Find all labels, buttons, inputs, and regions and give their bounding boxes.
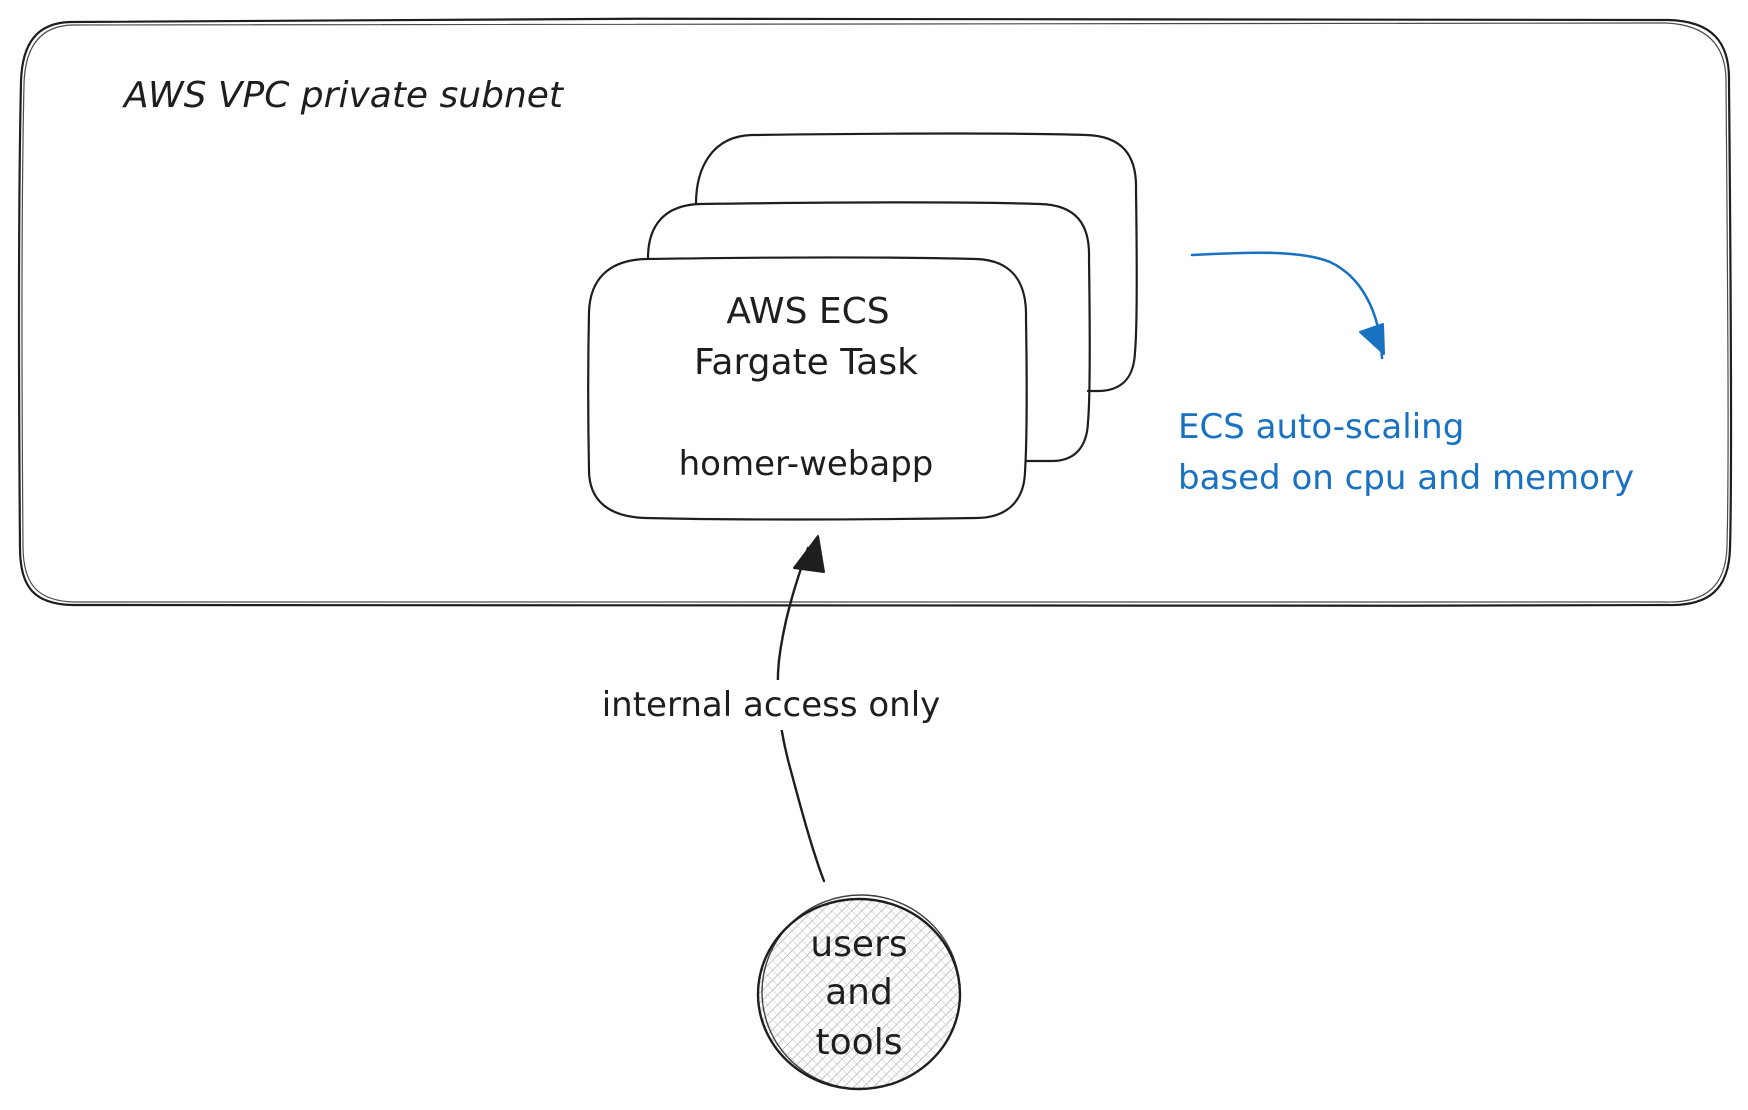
users-line1: users: [810, 924, 907, 965]
access-label: internal access only: [602, 685, 941, 725]
task-title-line1: AWS ECS: [726, 291, 889, 332]
scaling-arrow: [1190, 251, 1385, 360]
scaling-label-line1: ECS auto-scaling: [1178, 407, 1464, 447]
task-card-front: [587, 256, 1028, 521]
users-line3: tools: [816, 1022, 903, 1063]
access-label-bg: [566, 680, 964, 730]
users-line2: and: [825, 972, 893, 1013]
task-stack: AWS ECS Fargate Task homer-webapp: [587, 132, 1138, 521]
task-name: homer-webapp: [679, 444, 934, 484]
task-card-middle: [646, 201, 1091, 463]
scaling-label: ECS auto-scaling based on cpu and memory: [1178, 407, 1634, 498]
scaling-label-line2: based on cpu and memory: [1178, 458, 1634, 498]
subnet-label: AWS VPC private subnet: [122, 75, 565, 116]
task-title-line2: Fargate Task: [694, 342, 918, 383]
users-node: users and tools: [756, 894, 962, 1091]
task-card-back: [694, 132, 1138, 393]
